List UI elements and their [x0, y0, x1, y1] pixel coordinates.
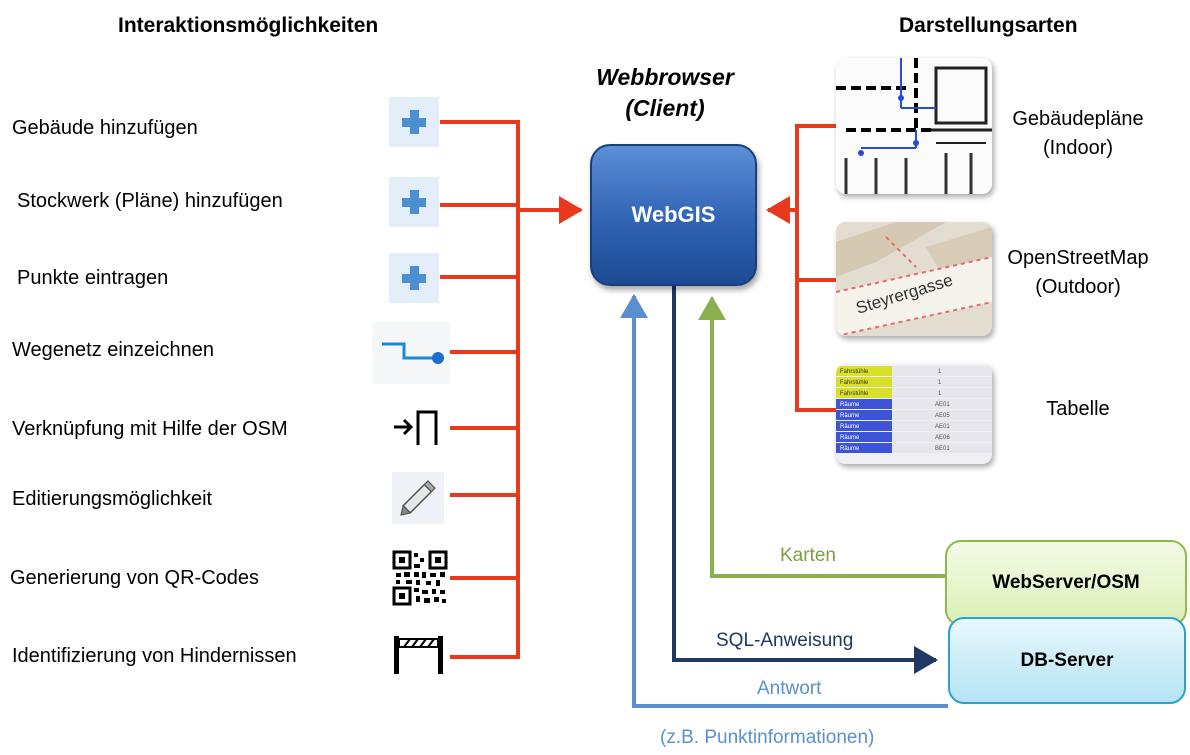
interaction-connectors [440, 120, 583, 659]
interaction-label-qr-codes: Generierung von QR-Codes [10, 567, 260, 589]
plus-icon [389, 97, 439, 147]
interaction-label-add-floor: Stockwerk (Pläne) hinzufügen [17, 190, 283, 212]
qr-code-icon [392, 550, 448, 606]
table-cell: 1 [938, 380, 942, 386]
plus-icon [389, 177, 439, 227]
table-cell: AE01 [935, 424, 950, 430]
table-cell: Räume [840, 402, 860, 408]
table-cell: Räume [840, 424, 860, 430]
osm-map-thumbnail: Steyrergasse [836, 222, 992, 336]
table-cell: Fahrstühle [840, 380, 869, 386]
representation-label-line1: Gebäudepläne [1012, 108, 1144, 130]
table-cell: AE06 [935, 435, 950, 441]
table-cell: BE01 [935, 446, 950, 452]
table-cell: 1 [938, 369, 942, 375]
interaction-label-osm-link: Verknüpfung mit Hilfe der OSM [12, 418, 288, 440]
interaction-label-add-building: Gebäude hinzufügen [12, 117, 198, 139]
table-cell: Räume [840, 435, 860, 441]
representation-label-table: Tabelle [1046, 398, 1110, 420]
webserver-osm-box: WebServer/OSM [945, 540, 1187, 626]
client-title: Webbrowser (Client) [565, 64, 765, 122]
representation-label-osm: OpenStreetMap (Outdoor) [1003, 247, 1153, 299]
representations-header: Darstellungsarten [899, 14, 1078, 37]
representation-label-line2: (Outdoor) [1035, 276, 1121, 298]
maps-arrow-label: Karten [780, 545, 836, 566]
representation-label-line1: OpenStreetMap [1007, 247, 1149, 269]
webgis-box: WebGIS [590, 144, 757, 286]
answer-arrow-label: Antwort [757, 678, 822, 699]
sql-arrow [672, 284, 938, 674]
link-osm-icon [392, 405, 444, 449]
representation-connectors [766, 124, 836, 412]
path-network-icon [372, 322, 450, 384]
db-server-box: DB-Server [948, 617, 1186, 704]
table-cell: Fahrstühle [840, 391, 869, 397]
table-cell: Fahrstühle [840, 369, 869, 375]
table-cell: Räume [840, 446, 860, 452]
barrier-icon [390, 630, 450, 680]
client-title-line1: Webbrowser [596, 64, 734, 90]
table-thumbnail: Fahrstühle 1 Fahrstühle 1 Fahrstühle 1 Räum… [836, 364, 992, 464]
table-cell: 1 [938, 391, 942, 397]
representation-label-floorplans: Gebäudepläne (Indoor) [1003, 108, 1153, 160]
interaction-label-path-network: Wegenetz einzeichnen [12, 339, 214, 361]
answer-arrow [620, 294, 948, 708]
interaction-label-editing: Editierungsmöglichkeit [12, 488, 213, 510]
maps-arrow [698, 296, 945, 578]
answer-note-label: (z.B. Punktinformationen) [660, 727, 875, 748]
interaction-label-obstacles: Identifizierung von Hindernissen [12, 645, 297, 667]
sql-arrow-label: SQL-Anweisung [716, 630, 854, 651]
representation-label-line2: (Indoor) [1042, 137, 1114, 159]
interactions-header: Interaktionsmöglichkeiten [118, 14, 379, 37]
table-cell: Räume [840, 413, 860, 419]
client-title-line2: (Client) [625, 95, 705, 121]
table-cell: AE05 [935, 413, 950, 419]
pencil-icon [392, 472, 444, 524]
plus-icon [389, 253, 439, 303]
table-cell: AE01 [935, 402, 950, 408]
interaction-label-add-points: Punkte eintragen [17, 267, 169, 289]
floor-plan-thumbnail [836, 58, 992, 194]
